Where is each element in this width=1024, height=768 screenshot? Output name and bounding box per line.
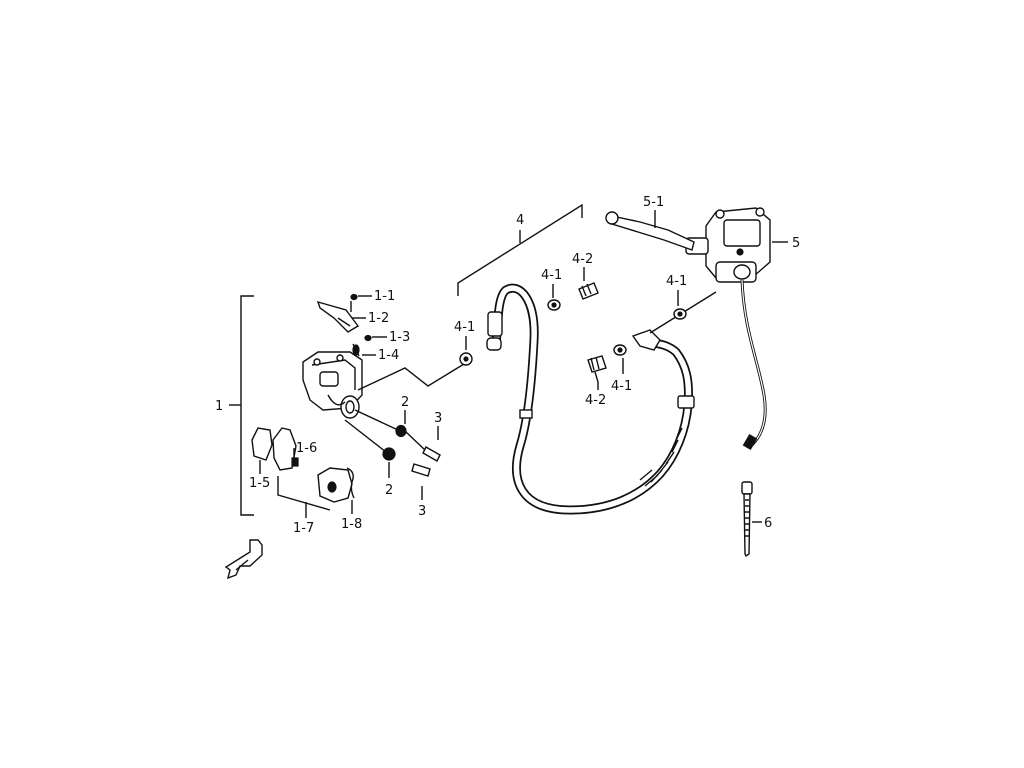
pad-clip-1-8 xyxy=(346,467,355,499)
label-1-2: 1-2 xyxy=(368,311,389,326)
label-4-1-right: 4-1 xyxy=(666,274,687,289)
label-6: 6 xyxy=(764,516,772,531)
brake-caliper xyxy=(302,351,363,419)
caliper-hose-leader xyxy=(357,363,465,391)
brake-pads xyxy=(251,427,355,518)
bracket-assembly-1 xyxy=(229,295,254,516)
label-1-1: 1-1 xyxy=(374,289,395,304)
label-1: 1 xyxy=(215,399,223,414)
label-1-7: 1-7 xyxy=(293,521,314,536)
label-4: 4 xyxy=(516,213,524,228)
label-1-4: 1-4 xyxy=(378,348,399,363)
label-1-8: 1-8 xyxy=(341,517,362,532)
label-1-6: 1-6 xyxy=(296,441,317,456)
bracket-assembly-4 xyxy=(457,203,583,296)
label-4-1-lower: 4-1 xyxy=(611,379,632,394)
front-arrow-icon xyxy=(224,539,263,580)
cable-tie xyxy=(741,481,753,558)
brake-lever xyxy=(605,211,695,251)
label-2-bottom: 2 xyxy=(385,483,393,498)
label-4-1-mid: 4-1 xyxy=(541,268,562,283)
washers-and-bolts xyxy=(344,409,441,477)
label-1-5: 1-5 xyxy=(249,476,270,491)
master-cylinder xyxy=(685,207,771,283)
banjo-bolts-and-washers xyxy=(459,282,687,383)
pad-clip-1-6 xyxy=(291,457,299,467)
small-parts-1 xyxy=(350,293,372,357)
label-1-3: 1-3 xyxy=(389,330,410,345)
pad-spring-1-2 xyxy=(316,300,360,333)
switch-wire xyxy=(740,279,767,451)
label-4-2-top: 4-2 xyxy=(572,252,593,267)
label-3-top: 3 xyxy=(434,411,442,426)
label-5-1: 5-1 xyxy=(643,195,664,210)
callout-labels: 1 1-1 1-2 1-3 1-4 1-5 1-6 1-7 1-8 2 2 3 … xyxy=(215,195,800,536)
pad-shim-1-5 xyxy=(251,427,273,461)
label-2-top: 2 xyxy=(401,395,409,410)
label-3-bottom: 3 xyxy=(418,504,426,519)
label-4-2-lower: 4-2 xyxy=(585,393,606,408)
brake-hose xyxy=(486,283,695,515)
leader-lines xyxy=(259,210,788,523)
label-5: 5 xyxy=(792,236,800,251)
label-4-1-left: 4-1 xyxy=(454,320,475,335)
